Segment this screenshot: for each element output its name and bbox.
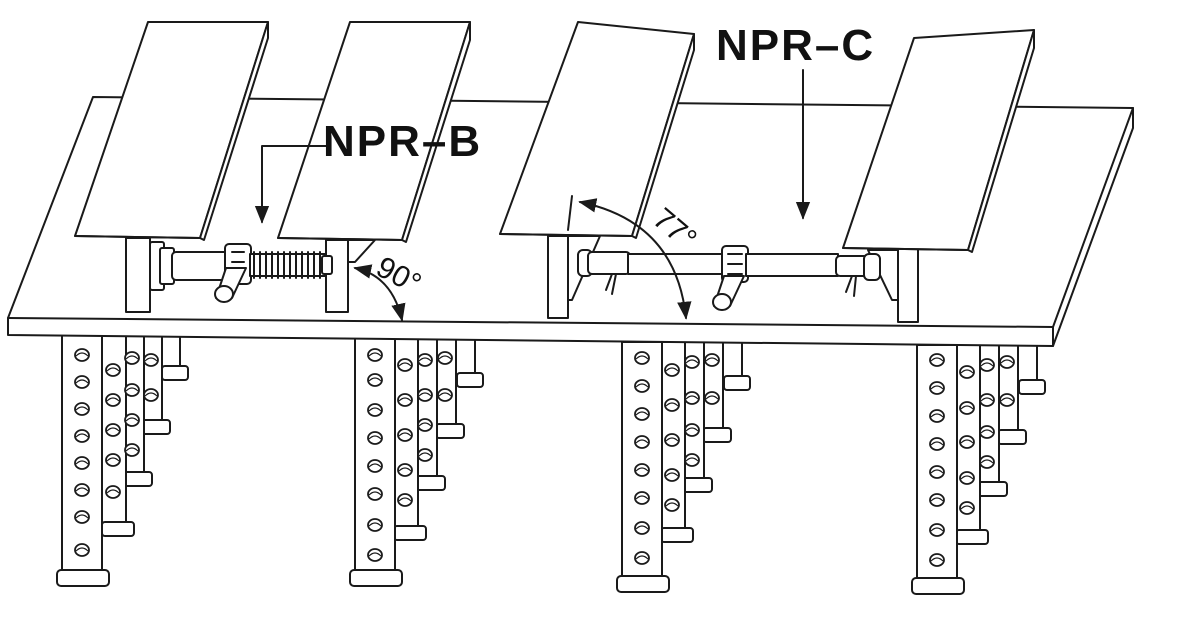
angle-arcs [353, 195, 692, 322]
leg-holes [74, 348, 1015, 567]
npr-b-label: NPR–B [323, 117, 482, 166]
t-beam-2 [277, 21, 471, 313]
handle [214, 267, 247, 303]
spring [249, 251, 327, 279]
npr-c-label: NPR–C [716, 21, 875, 70]
clamp-npr-b [149, 241, 333, 303]
callout-leaders [254, 69, 811, 224]
t-beam-3 [499, 21, 695, 319]
support-legs [56, 334, 1046, 595]
handle [712, 275, 745, 311]
t-beam-1 [74, 21, 269, 313]
